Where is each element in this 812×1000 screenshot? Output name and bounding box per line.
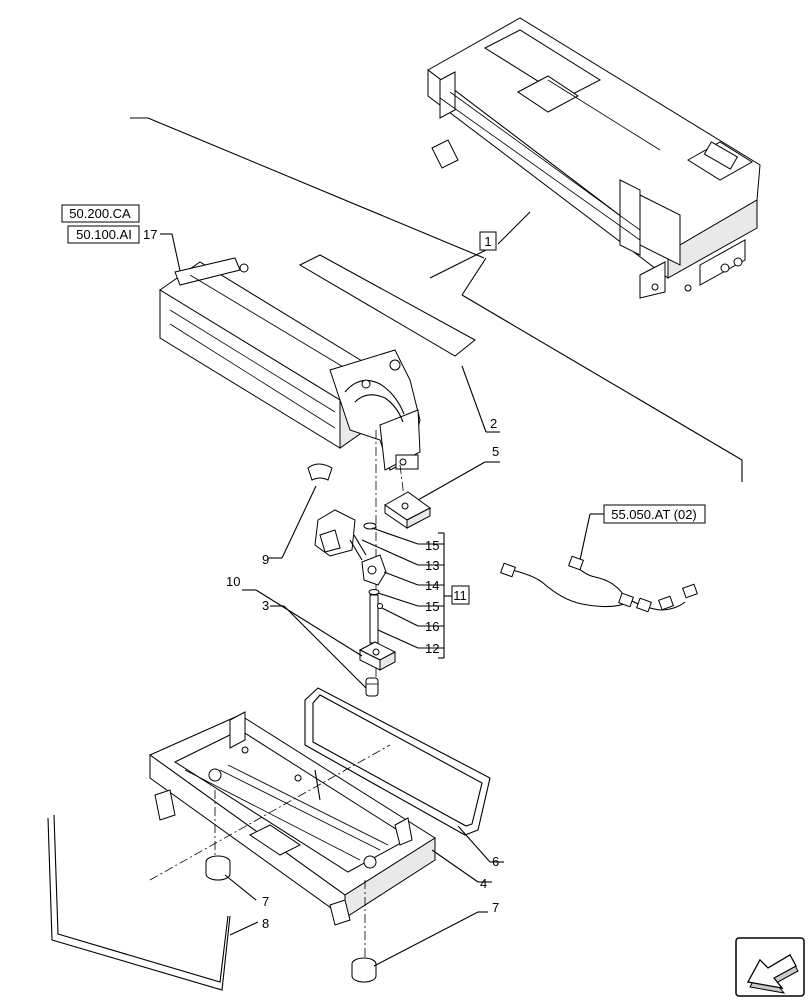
clip [307, 463, 333, 481]
callout-4-leader [431, 849, 479, 883]
valve-actuator [314, 509, 367, 561]
harness-leader [579, 513, 591, 561]
callout-7-lower-leader [373, 911, 479, 967]
callout-1-leaders [130, 117, 743, 482]
callout-17: 17 [143, 227, 157, 242]
callout-14: 14 [425, 578, 439, 593]
svg-text:50.100.AI: 50.100.AI [76, 227, 132, 242]
seal-strip [298, 254, 476, 357]
callout-6-leader [457, 825, 491, 863]
callout-11: 11 [453, 588, 467, 603]
callout-10-leader [255, 589, 363, 657]
wiring-harness [500, 555, 698, 613]
arrow-icon[interactable] [735, 937, 805, 997]
svg-text:50.200.CA: 50.200.CA [69, 206, 131, 221]
callout-7-lower: 7 [492, 900, 499, 915]
valve-body [361, 554, 387, 586]
heater-housing-assembly [427, 17, 761, 299]
foam-seal [47, 814, 231, 991]
callout-6: 6 [492, 854, 499, 869]
ref-50-100-ai[interactable]: 50.100.AI [67, 225, 140, 244]
callout-3-leader [283, 605, 367, 689]
callout-16: 16 [425, 619, 439, 634]
callout-8: 8 [262, 916, 269, 931]
rubber-foot-lower [351, 957, 377, 983]
tube-support-block [358, 641, 397, 671]
callout-12: 12 [425, 641, 439, 656]
callout-3: 3 [262, 598, 269, 613]
callout-15-lower: 15 [425, 599, 439, 614]
axis-line-block [399, 464, 406, 506]
callout-1: 1 [479, 231, 497, 251]
callout-5-leader [417, 461, 486, 501]
callout-7-upper: 7 [262, 894, 269, 909]
o-ring-lower [368, 589, 380, 595]
callout-15-upper: 15 [425, 538, 439, 553]
rubber-foot-upper [205, 855, 231, 881]
o-ring-upper [363, 522, 377, 530]
callout-13: 13 [425, 558, 439, 573]
callout-9: 9 [262, 552, 269, 567]
svg-text:55.050.AT (02): 55.050.AT (02) [611, 507, 697, 522]
housing-gasket [304, 687, 491, 836]
drain-plug [365, 677, 379, 697]
callout-4: 4 [480, 876, 487, 891]
mounting-block [384, 491, 431, 529]
ref-50-200-ca[interactable]: 50.200.CA [61, 204, 140, 223]
callout-2: 2 [490, 416, 497, 431]
callout-9-leader [281, 485, 317, 559]
callout-8-leader [229, 921, 259, 936]
callout-5: 5 [492, 444, 499, 459]
ref-55-050-at[interactable]: 55.050.AT (02) [603, 504, 706, 524]
axis-line-tray [149, 744, 391, 881]
callout-2-leader [461, 365, 487, 433]
lower-tray [148, 711, 436, 926]
callout-10: 10 [226, 574, 240, 589]
callout-7-upper-leader [224, 874, 257, 901]
callout-group-11: 15 13 14 15 16 12 11 [361, 527, 470, 659]
drain-tube [369, 594, 383, 644]
svg-text:1: 1 [484, 234, 491, 249]
heater-core [159, 257, 421, 471]
